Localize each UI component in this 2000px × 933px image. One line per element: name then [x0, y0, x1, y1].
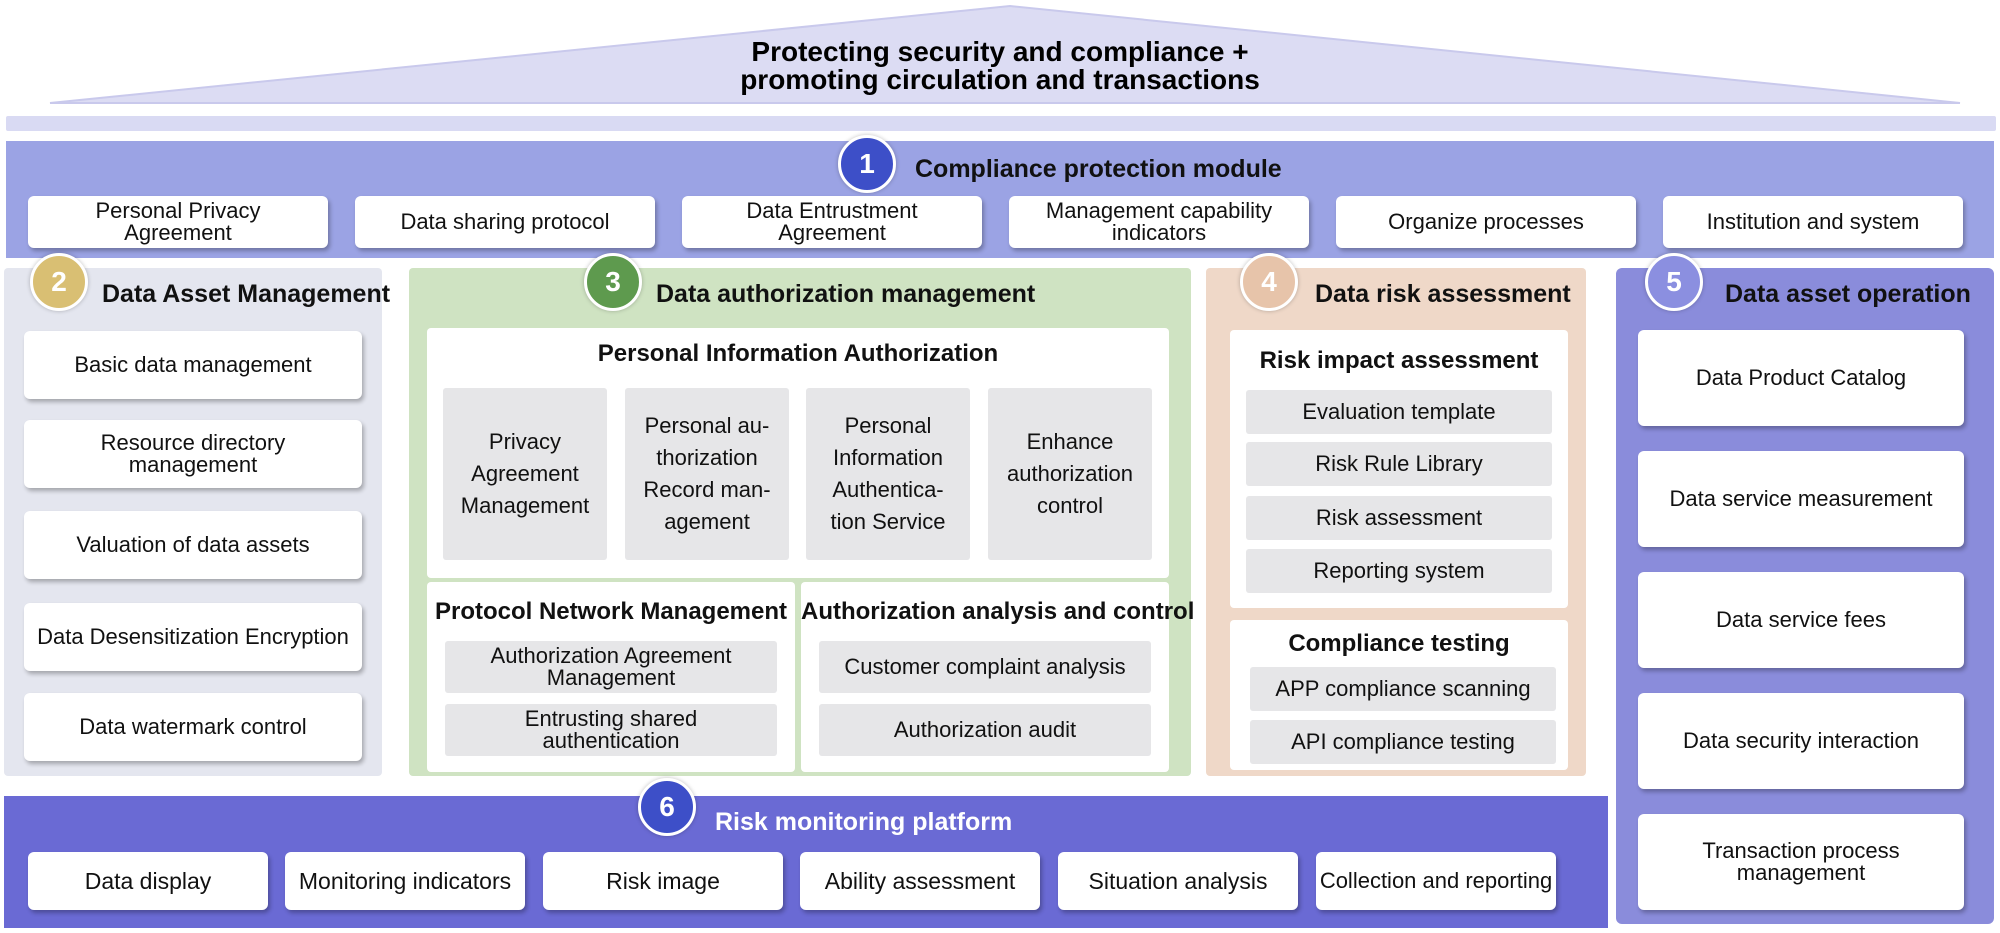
protocol-item-authorization-agreement-management: Authorization Agreement Management	[445, 641, 777, 693]
impact-item-reporting-system: Reporting system	[1246, 549, 1552, 593]
operation-item-data-security-interaction: Data security interaction	[1638, 693, 1964, 789]
monitoring-item-situation-analysis: Situation analysis	[1058, 852, 1298, 910]
monitoring-item-data-display: Data display	[28, 852, 268, 910]
compliance-item-personal-privacy-agreement: Personal Privacy Agreement	[28, 196, 328, 248]
monitoring-item-ability-assessment: Ability assessment	[800, 852, 1040, 910]
compliance-item-management-capability-indicators: Management capability indicators	[1009, 196, 1309, 248]
personal-information-authorization-title: Personal Information Authorization	[597, 340, 999, 367]
testing-item-api-compliance-testing: API compliance testing	[1250, 720, 1556, 764]
asset-item-resource-directory-management: Resource directory management	[24, 420, 362, 488]
analysis-item-authorization-audit: Authorization audit	[819, 704, 1151, 756]
protocol-network-management-title: Protocol Network Management	[434, 598, 788, 625]
badge-5: 5	[1645, 253, 1703, 311]
operation-item-transaction-process-management: Transaction process management	[1638, 814, 1964, 910]
compliance-item-institution-and-system: Institution and system	[1663, 196, 1963, 248]
operation-item-data-service-fees: Data service fees	[1638, 572, 1964, 668]
impact-item-evaluation-template: Evaluation template	[1246, 390, 1552, 434]
asset-item-data-watermark-control: Data watermark control	[24, 693, 362, 761]
badge-4: 4	[1240, 253, 1298, 311]
roof-shape	[49, 4, 1961, 104]
badge-2: 2	[30, 253, 88, 311]
personal-item-privacy-agreement-management: Privacy Agreement Management	[443, 388, 607, 560]
badge-3: 3	[584, 253, 642, 311]
roof-beam	[6, 116, 1996, 131]
header-title-line-2: promoting circulation and transactions	[740, 64, 1260, 95]
compliance-module-title: Compliance protection module	[915, 155, 1282, 183]
personal-item-enhance-authorization-control: Enhance authorization control	[988, 388, 1152, 560]
authorization-title: Data authorization management	[656, 280, 1036, 308]
operation-item-data-product-catalog: Data Product Catalog	[1638, 330, 1964, 426]
testing-item-app-compliance-scanning: APP compliance scanning	[1250, 667, 1556, 711]
asset-operation-title: Data asset operation	[1725, 280, 1971, 308]
analysis-item-customer-complaint-analysis: Customer complaint analysis	[819, 641, 1151, 693]
impact-item-risk-rule-library: Risk Rule Library	[1246, 442, 1552, 486]
header-title-line-1: Protecting security and compliance +	[751, 36, 1249, 67]
personal-item-information-authentication-service: Personal Information Authentica- tion Se…	[806, 388, 970, 560]
protocol-item-entrusting-shared-authentication: Entrusting shared authentication	[445, 704, 777, 756]
compliance-item-data-entrustment-agreement: Data Entrustment Agreement	[682, 196, 982, 248]
asset-item-valuation-of-data-assets: Valuation of data assets	[24, 511, 362, 579]
asset-item-data-desensitization-encryption: Data Desensitization Encryption	[24, 603, 362, 671]
compliance-item-organize-processes: Organize processes	[1336, 196, 1636, 248]
risk-impact-assessment-title: Risk impact assessment	[1259, 347, 1539, 374]
monitoring-item-risk-image: Risk image	[543, 852, 783, 910]
impact-item-risk-assessment: Risk assessment	[1246, 496, 1552, 540]
badge-1: 1	[838, 135, 896, 193]
operation-item-data-service-measurement: Data service measurement	[1638, 451, 1964, 547]
header-title: Protecting security and compliance + pro…	[0, 38, 2000, 94]
asset-management-title: Data Asset Management	[102, 280, 391, 308]
monitoring-item-collection-and-reporting: Collection and reporting	[1316, 852, 1556, 910]
asset-item-basic-data-management: Basic data management	[24, 331, 362, 399]
badge-6: 6	[638, 778, 696, 836]
compliance-module-panel	[6, 141, 1994, 258]
risk-monitoring-title: Risk monitoring platform	[715, 808, 1013, 836]
compliance-testing-title: Compliance testing	[1288, 630, 1510, 657]
authorization-analysis-title: Authorization analysis and control	[801, 598, 1195, 625]
risk-assessment-title: Data risk assessment	[1315, 280, 1571, 308]
monitoring-item-monitoring-indicators: Monitoring indicators	[285, 852, 525, 910]
personal-item-authorization-record-management: Personal au- thorization Record man- age…	[625, 388, 789, 560]
compliance-item-data-sharing-protocol: Data sharing protocol	[355, 196, 655, 248]
